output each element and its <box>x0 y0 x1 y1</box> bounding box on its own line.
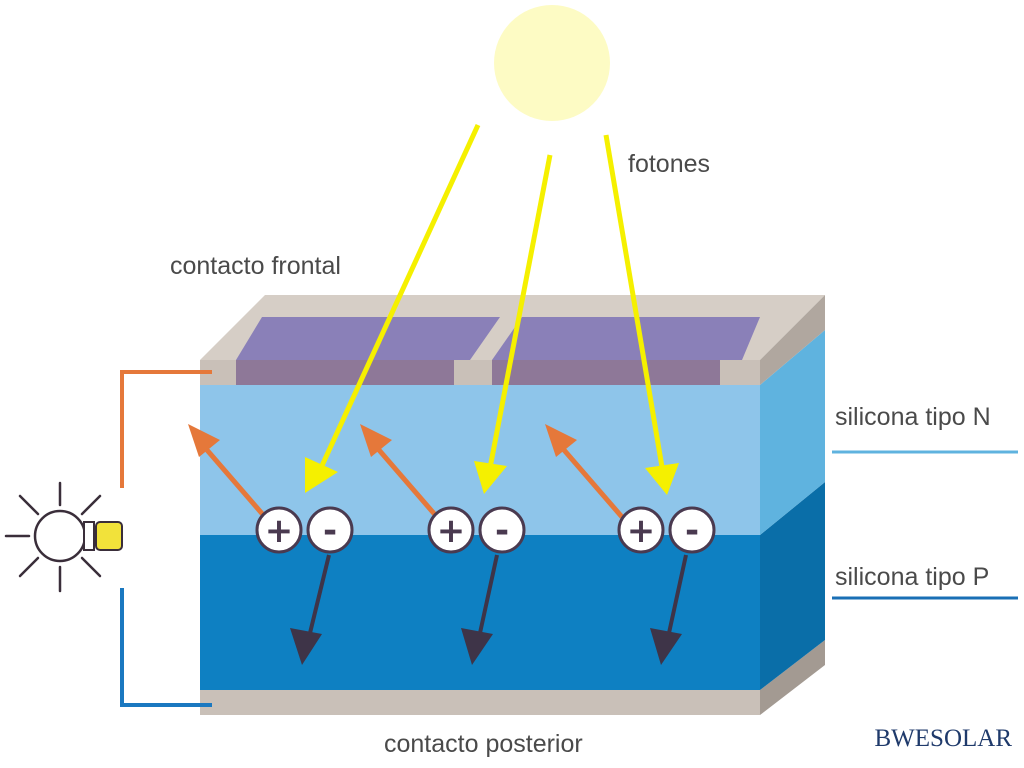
back-contact-label: contacto posterior <box>384 730 583 758</box>
n-type-label: silicona tipo N <box>835 403 991 431</box>
positive-charge-icon <box>617 506 665 554</box>
charge-pair: + - <box>617 506 716 554</box>
charge-pair: + - <box>255 506 354 554</box>
negative-sign: - <box>495 511 509 551</box>
positive-sign: + <box>437 511 466 551</box>
front-contact <box>200 295 825 385</box>
back-contact <box>200 640 825 715</box>
charge-pair: + - <box>427 506 526 554</box>
positive-charge-icon <box>427 506 475 554</box>
positive-sign: + <box>265 511 294 551</box>
negative-sign: - <box>323 511 337 551</box>
brand-label: BWESOLAR <box>875 725 1013 752</box>
negative-charge-icon <box>668 506 716 554</box>
positive-charge-icon <box>255 506 303 554</box>
wire-top <box>120 370 212 488</box>
wire-bottom <box>120 588 212 707</box>
front-pad <box>492 360 720 385</box>
negative-charge-icon <box>306 506 354 554</box>
sun-icon <box>494 5 610 121</box>
negative-sign: - <box>685 511 699 551</box>
front-contact-label: contacto frontal <box>170 252 341 280</box>
hole-arrows <box>188 424 624 519</box>
photon-arrows <box>305 123 679 495</box>
electron-arrows <box>290 554 688 665</box>
p-type-layer <box>200 482 825 690</box>
photons-label: fotones <box>628 150 710 178</box>
front-pad <box>492 317 760 360</box>
front-pad <box>236 317 500 360</box>
p-type-label: silicona tipo P <box>835 563 989 591</box>
n-type-layer <box>200 330 825 535</box>
front-pad <box>236 360 454 385</box>
light-bulb-icon <box>4 481 123 593</box>
positive-sign: + <box>627 511 656 551</box>
negative-charge-icon <box>478 506 526 554</box>
